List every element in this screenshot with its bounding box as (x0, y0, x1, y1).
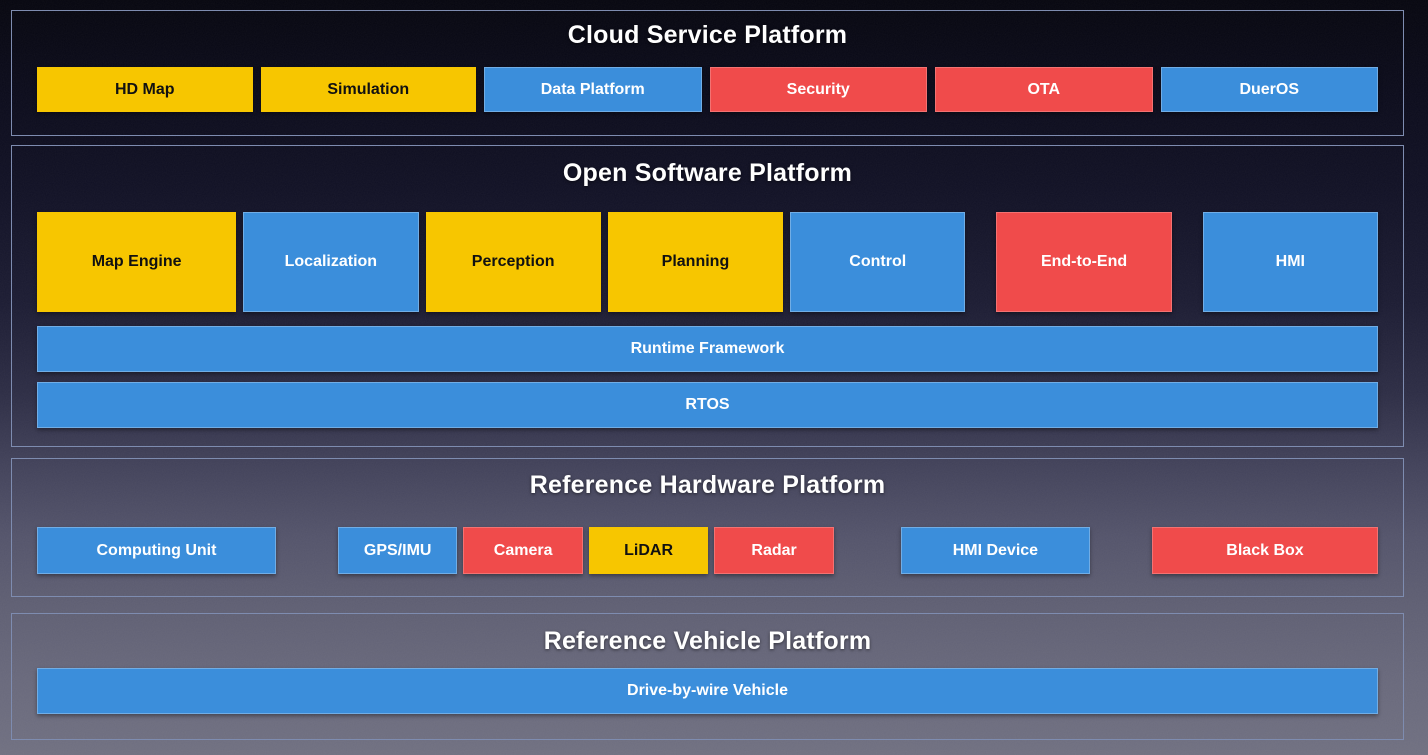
cloud-services-row: HD Map Simulation Data Platform Security… (37, 67, 1378, 112)
block-hmi-device: HMI Device (900, 527, 1090, 574)
block-simulation: Simulation (260, 67, 476, 112)
block-data-platform: Data Platform (484, 67, 702, 112)
section-reference-vehicle-platform: Reference Vehicle Platform Drive-by-wire… (11, 613, 1404, 740)
block-hd-map: HD Map (37, 67, 253, 112)
software-modules-row: Map Engine Localization Perception Plann… (37, 212, 1378, 312)
block-lidar: LiDAR (588, 527, 709, 574)
block-planning: Planning (607, 212, 784, 312)
block-end-to-end: End-to-End (996, 212, 1172, 312)
block-ota: OTA (935, 67, 1153, 112)
block-black-box: Black Box (1151, 527, 1378, 574)
section-title: Reference Vehicle Platform (543, 627, 872, 655)
block-hmi: HMI (1202, 212, 1378, 312)
bar-drive-by-wire-vehicle: Drive-by-wire Vehicle (37, 668, 1378, 714)
section-reference-hardware-platform: Reference Hardware Platform Computing Un… (11, 458, 1404, 597)
hardware-row: Computing Unit GPS/IMU Camera LiDAR Rada… (37, 527, 1378, 574)
block-security: Security (709, 67, 927, 112)
block-perception: Perception (425, 212, 601, 312)
block-gps-imu: GPS/IMU (337, 527, 458, 574)
bar-runtime-framework: Runtime Framework (37, 326, 1378, 372)
section-open-software-platform: Open Software Platform Map Engine Locali… (11, 145, 1404, 447)
block-map-engine: Map Engine (37, 212, 237, 312)
section-title: Cloud Service Platform (567, 21, 848, 49)
section-title: Reference Hardware Platform (529, 471, 886, 499)
section-cloud-service-platform: Cloud Service Platform HD Map Simulation… (11, 10, 1404, 136)
block-computing-unit: Computing Unit (37, 527, 276, 574)
bar-rtos: RTOS (37, 382, 1378, 428)
block-radar: Radar (714, 527, 834, 574)
block-dueros: DuerOS (1160, 67, 1378, 112)
section-title: Open Software Platform (562, 159, 853, 187)
block-localization: Localization (243, 212, 419, 312)
block-control: Control (790, 212, 966, 312)
block-camera: Camera (463, 527, 583, 574)
